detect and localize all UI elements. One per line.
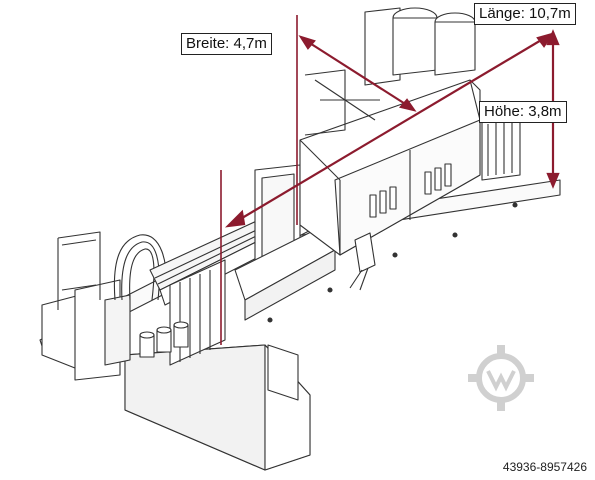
reference-id: 43936-8957426: [502, 460, 587, 474]
width-label: Breite: 4,7m: [181, 33, 272, 55]
length-label: Länge: 10,7m: [474, 3, 576, 25]
machine-line-art: [39, 7, 561, 471]
gear-logo-icon: [468, 345, 534, 411]
height-label: Höhe: 3,8m: [479, 101, 567, 123]
